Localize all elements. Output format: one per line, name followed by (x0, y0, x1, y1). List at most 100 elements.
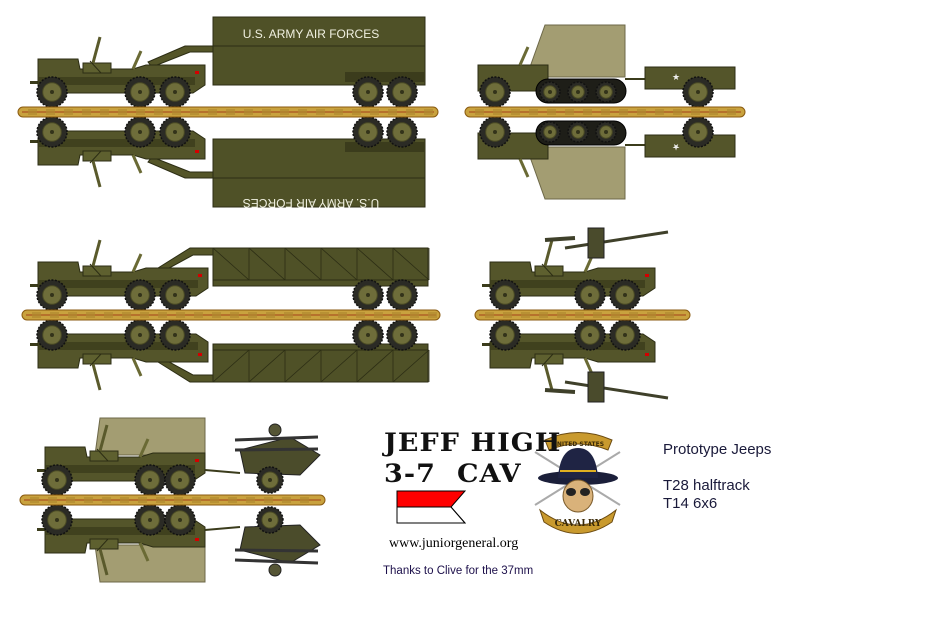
strip-texture (475, 109, 484, 115)
strip-texture (709, 109, 718, 115)
gooseneck (147, 156, 214, 179)
hub-center (576, 130, 580, 134)
wheel (256, 466, 284, 494)
rear-bumper (30, 81, 39, 84)
website-link[interactable]: www.juniorgeneral.org (389, 536, 519, 551)
strip-texture (521, 312, 530, 318)
strip-texture (665, 312, 674, 318)
jeep-seat-brace (89, 263, 102, 277)
hub-center (400, 293, 404, 297)
wheel (134, 464, 166, 496)
jeep-rear-frame (91, 239, 102, 267)
strip-texture (575, 312, 584, 318)
strip-texture (68, 312, 77, 318)
hub-center (503, 333, 507, 337)
hub-center (623, 293, 627, 297)
vehicle-top-view (37, 417, 321, 496)
wheel (386, 279, 418, 311)
trailer-brace (392, 349, 430, 383)
strip-texture (190, 109, 199, 115)
strip-texture (104, 312, 113, 318)
strip-texture (282, 497, 291, 503)
gooseneck (147, 45, 214, 68)
strip-texture (493, 109, 502, 115)
wheel (386, 76, 418, 108)
rear-bumper (37, 469, 46, 472)
strip-texture (156, 497, 165, 503)
hub-center (138, 333, 142, 337)
wheel (124, 116, 156, 148)
wheel (386, 116, 418, 148)
hub-center (623, 333, 627, 337)
jeep-seat-brace (96, 538, 109, 552)
base-strip (474, 309, 691, 321)
wheel (164, 504, 196, 536)
strip-texture (194, 312, 203, 318)
guidon-red (397, 491, 465, 507)
wheel (159, 116, 191, 148)
jeep-rear-frame (91, 36, 102, 64)
strip-texture (154, 109, 163, 115)
strip-texture (230, 312, 239, 318)
strip-texture (208, 109, 217, 115)
thanks-note: Thanks to Clive for the 37mm (383, 565, 534, 577)
hub-center (138, 293, 142, 297)
wheel (595, 121, 617, 143)
wheel (134, 504, 166, 536)
wheel (124, 76, 156, 108)
trailer-brace (284, 247, 322, 281)
jeep-rear-frame (91, 160, 102, 188)
strip-texture (50, 312, 59, 318)
jeep-seat-brace (541, 353, 554, 367)
wheel (489, 279, 521, 311)
skull (562, 479, 594, 513)
strip-texture (356, 312, 365, 318)
jeep-chassis (45, 527, 195, 535)
hub-center (148, 478, 152, 482)
gun-barrel (564, 380, 669, 400)
note-item: T28 halftrack (663, 477, 750, 494)
cavalry-guidon (396, 490, 467, 524)
hub-center (138, 90, 142, 94)
strip-texture (66, 497, 75, 503)
rear-bumper (482, 284, 491, 287)
strip-texture (338, 312, 347, 318)
jeep-chassis (38, 77, 195, 85)
wheel (609, 279, 641, 311)
trailer-label: U.S. ARMY AIR FORCES (243, 27, 379, 41)
wheel (682, 76, 714, 108)
banner-top (544, 432, 613, 451)
strip-texture (511, 109, 520, 115)
wheel (159, 76, 191, 108)
strip-texture (352, 109, 361, 115)
strip-texture (32, 312, 41, 318)
rear-bumper (30, 343, 39, 346)
jeep-chassis (38, 342, 198, 350)
hub-center (696, 90, 700, 94)
hub-center (400, 130, 404, 134)
jeep-windshield (131, 357, 143, 377)
wheel (41, 504, 73, 536)
gun-sight (268, 563, 282, 577)
strip-texture (428, 312, 437, 318)
hub-center (588, 293, 592, 297)
hub-center (366, 130, 370, 134)
jeep-windshield (131, 50, 143, 70)
wheel (479, 116, 511, 148)
strip-texture (264, 497, 273, 503)
strip-texture (48, 497, 57, 503)
hub-center (148, 518, 152, 522)
trailer-brace (320, 349, 358, 383)
wheel (36, 76, 68, 108)
skull-eye (580, 488, 590, 496)
trailer-brace (356, 349, 394, 383)
star-emblem: ★ (672, 142, 680, 152)
strip-texture (547, 109, 556, 115)
wheel (159, 319, 191, 351)
strip-texture (565, 109, 574, 115)
strip-texture (619, 109, 628, 115)
hub-center (400, 90, 404, 94)
hub-center (588, 333, 592, 337)
trailer-brace (284, 349, 322, 383)
title-line-2: 3-7 CAV (384, 459, 522, 488)
